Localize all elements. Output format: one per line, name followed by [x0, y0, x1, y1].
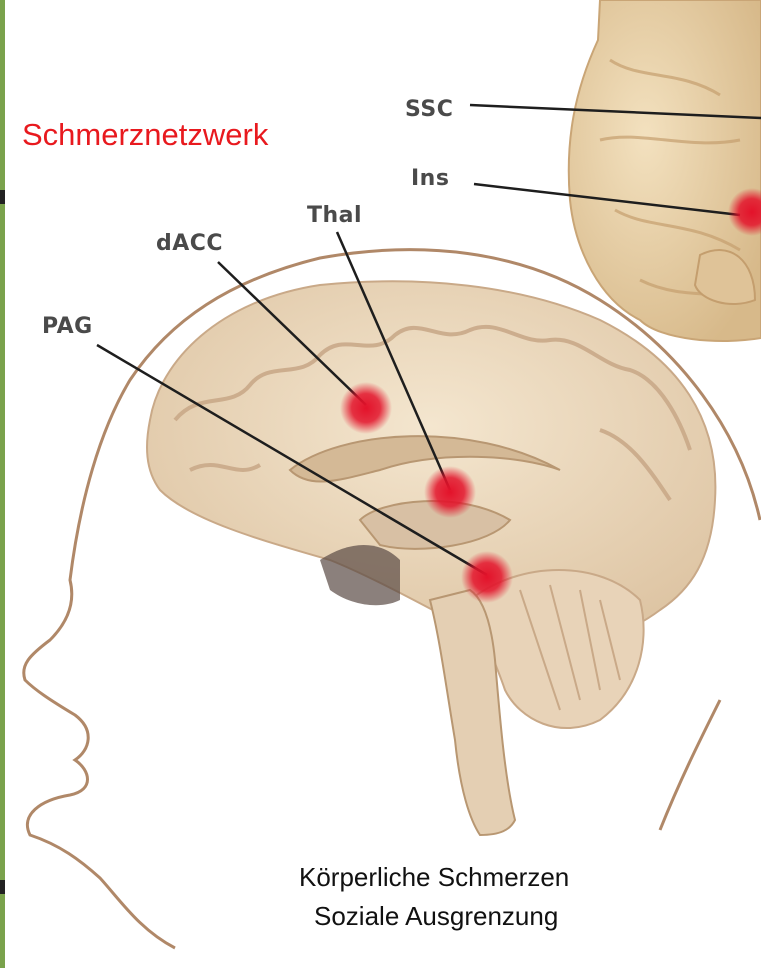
label-thal: Thal: [307, 203, 362, 228]
label-ins: Ins: [411, 166, 449, 191]
left-accent-bar: [0, 0, 5, 968]
hotspot-pag: [461, 551, 513, 603]
edge-tick-top: [0, 190, 5, 204]
caption-physical-pain: Körperliche Schmerzen: [299, 862, 569, 893]
brain-lateral-illustration: [569, 0, 761, 341]
diagram-title: Schmerznetzwerk: [22, 117, 268, 153]
caption-social-exclusion: Soziale Ausgrenzung: [314, 901, 558, 932]
brain-sagittal-illustration: [147, 281, 715, 835]
edge-tick-bottom: [0, 880, 5, 894]
hotspot-dacc: [340, 382, 392, 434]
hotspot-thal: [424, 466, 476, 518]
label-ssc: SSC: [405, 97, 453, 122]
label-dacc: dACC: [156, 231, 223, 256]
label-pag: PAG: [42, 314, 93, 339]
